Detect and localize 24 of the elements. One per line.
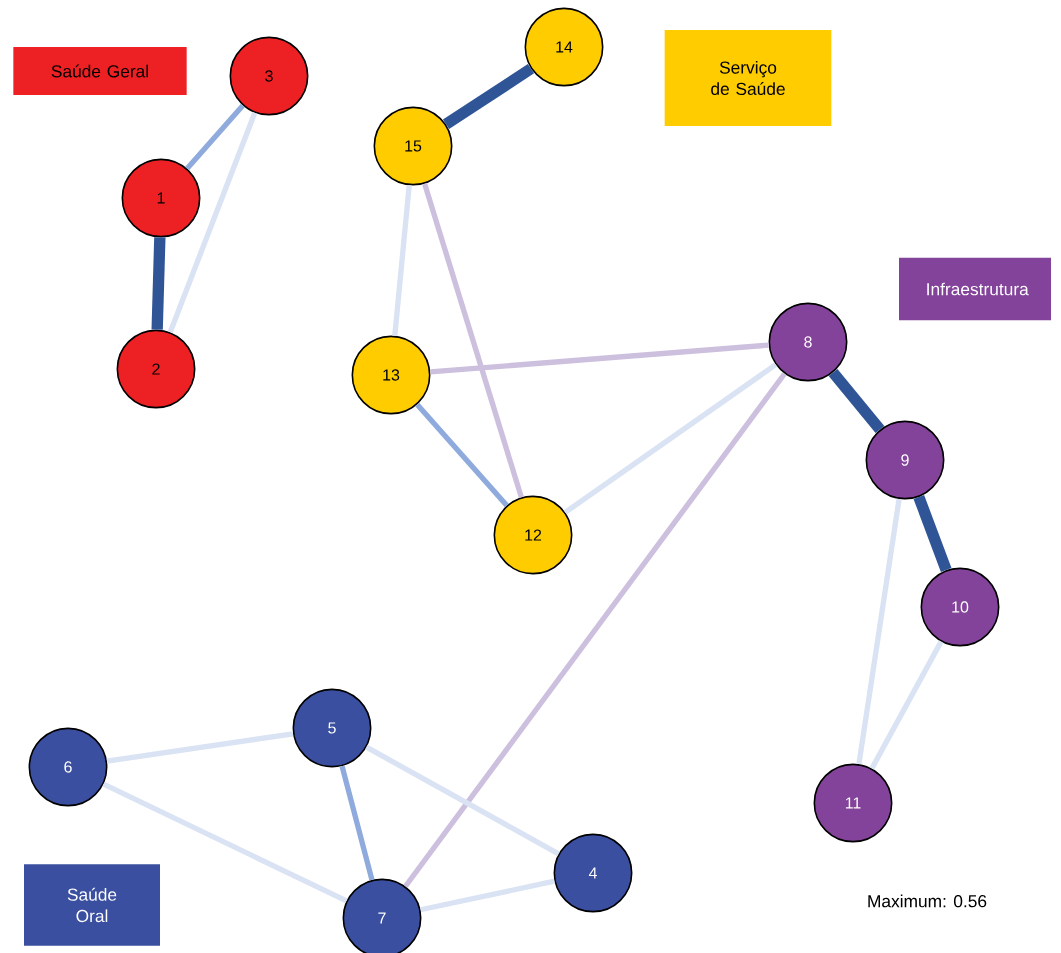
connector-line <box>856 498 902 765</box>
connector-line <box>828 368 885 434</box>
connector-line <box>392 185 412 336</box>
connector-line <box>422 182 524 499</box>
connector-line <box>420 878 555 913</box>
connector-line <box>102 781 348 904</box>
connector-line <box>869 640 944 770</box>
legend-box: Saúde Oral <box>24 864 160 946</box>
connector-line <box>415 402 509 508</box>
connector-line <box>430 342 769 375</box>
connector-line <box>106 731 294 764</box>
connector-line <box>563 362 778 515</box>
connector-line <box>403 372 787 888</box>
connector-line <box>185 103 245 171</box>
connector-line <box>365 744 560 857</box>
connector-line <box>339 765 375 881</box>
connector-line <box>167 111 258 334</box>
connector-line <box>442 63 535 130</box>
legend-box: Saúde Geral <box>13 47 187 95</box>
legend-box: Serviço de Saúde <box>664 30 832 126</box>
connector-line <box>151 237 166 330</box>
connector-line <box>913 494 952 573</box>
legend-box: Infraestrutura <box>899 257 1051 321</box>
note-text: Maximum: 0.56 <box>868 894 987 908</box>
